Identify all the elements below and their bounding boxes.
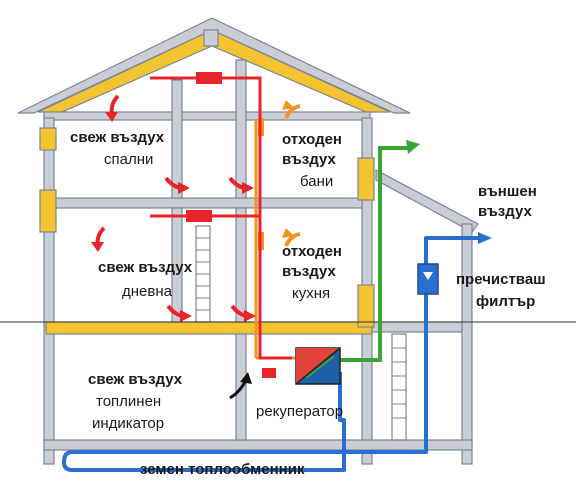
- basement-floor: [43, 439, 473, 451]
- label-fresh-heater-1: свеж въздух: [88, 371, 183, 388]
- outgoing-air-duct: [340, 146, 408, 362]
- partition-upper-left: [171, 79, 183, 199]
- fresh-air-ducts: [150, 72, 292, 378]
- upper-floor-slab: [53, 197, 363, 209]
- label-outside-air-1: външен: [478, 183, 537, 200]
- roof-vent-cap: [203, 29, 219, 47]
- filter-icon: [423, 272, 433, 280]
- outside-air-intake-arrow: [478, 232, 492, 244]
- annex-roof: [375, 169, 479, 233]
- attic-floor: [43, 111, 371, 121]
- label-exhaust-kitchen-1: отходен: [282, 243, 342, 260]
- label-fresh-bedrooms-1: свеж въздух: [70, 129, 165, 146]
- ground-exchanger-pipe: [62, 236, 480, 472]
- text-labels: свеж въздух спални отходен въздух бани в…: [70, 129, 546, 478]
- heater-element: [262, 368, 276, 378]
- wall-insulation-mid-left: [39, 189, 57, 233]
- partition-lower-right: [235, 207, 247, 323]
- ground-floor-slab: [45, 321, 373, 335]
- label-recuperator: рекуператор: [256, 403, 343, 420]
- outgoing-air-arrow: [406, 140, 420, 154]
- left-wall: [43, 117, 55, 465]
- wall-insulation-upper-left: [39, 127, 57, 151]
- recuperator-unit: [295, 347, 341, 385]
- label-exhaust-kitchen-3: кухня: [292, 285, 330, 302]
- label-fresh-living-2: дневна: [122, 283, 173, 300]
- label-exhaust-bath-2: въздух: [282, 151, 336, 168]
- airflow-arrows: [91, 94, 301, 400]
- partition-upper-right: [235, 59, 247, 199]
- label-fresh-heater-3: индикатор: [92, 415, 164, 432]
- exhaust-arrow-kitchen-icon: [284, 232, 301, 247]
- upper-supply-valve: [196, 72, 222, 84]
- stairs-annex: [391, 333, 407, 441]
- label-exhaust-kitchen-2: въздух: [282, 263, 336, 280]
- label-fresh-living-1: свеж въздух: [98, 259, 193, 276]
- label-filter-2: филтър: [476, 293, 535, 310]
- label-fresh-bedrooms-2: спални: [104, 151, 153, 168]
- label-fresh-heater-2: топлинен: [96, 393, 161, 410]
- label-filter-1: пречистваш: [456, 271, 546, 288]
- annex-wall: [461, 223, 473, 465]
- wall-insulation-upper-right: [357, 157, 375, 201]
- label-ground-exchanger: земен топлообменник: [140, 461, 305, 478]
- label-outside-air-2: въздух: [478, 203, 532, 220]
- label-exhaust-bath-3: бани: [300, 173, 333, 190]
- label-exhaust-bath-1: отходен: [282, 131, 342, 148]
- stairs-ground: [195, 225, 211, 323]
- annex-floor: [371, 321, 463, 333]
- exhaust-arrow-bathroom-icon: [284, 104, 301, 119]
- roof-frame: [17, 17, 411, 114]
- wall-insulation-lower-right: [357, 284, 375, 328]
- house-structure: [0, 17, 576, 465]
- lower-supply-valve: [186, 210, 212, 222]
